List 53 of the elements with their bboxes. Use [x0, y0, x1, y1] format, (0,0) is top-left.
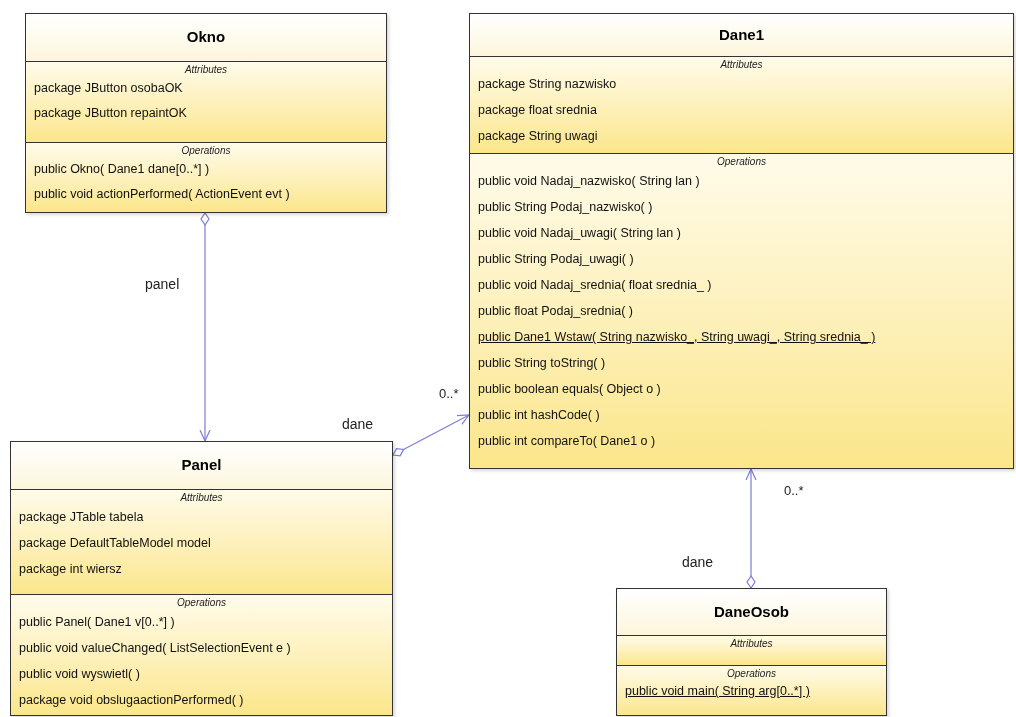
class-name: Dane1 [719, 24, 764, 45]
member-text: package JButton osobaOK [34, 80, 183, 97]
section-heading: Operations [727, 667, 776, 680]
section-heading: Attributes [720, 58, 763, 71]
member-text: package String uwagi [478, 128, 598, 145]
member-text: public void Nadaj_uwagi( String lan ) [478, 225, 681, 242]
class-compartment [617, 665, 886, 715]
section-heading: Operations [181, 144, 231, 157]
member-text: public Dane1 Wstaw( String nazwisko_, String uwagi_, String srednia_ ) [478, 329, 876, 346]
class-compartment [11, 489, 392, 594]
member-text: public String toString( ) [478, 355, 606, 372]
member-text: public void main( String arg[0..*] ) [625, 683, 810, 700]
section-heading: Attributes [730, 637, 773, 650]
member-text: public int hashCode( ) [478, 407, 600, 424]
member-text: public void valueChanged( ListSelectionEvent e ) [19, 640, 291, 657]
member-text: public void Nadaj_nazwisko( String lan ) [478, 173, 700, 190]
member-text: public String Podaj_nazwisko( ) [478, 199, 653, 216]
class-compartment [26, 61, 386, 142]
section-heading: Operations [177, 596, 226, 609]
association-arrow [199, 212, 211, 442]
member-text: package JButton repaintOK [34, 105, 187, 122]
member-text: public void Nadaj_srednia( float srednia_ ) [478, 277, 712, 294]
association-arrow [745, 468, 757, 589]
member-text: public void wyswietl( ) [19, 666, 140, 683]
class-name: Panel [181, 455, 222, 476]
class-box [469, 13, 1014, 469]
member-text: public int compareTo( Dane1 o ) [478, 433, 656, 450]
class-compartment [26, 142, 386, 212]
class-compartment [470, 56, 1013, 153]
class-compartment [11, 594, 392, 715]
member-text: public boolean equals( Object o ) [478, 381, 661, 398]
class-name: DaneOsob [714, 601, 789, 622]
section-heading: Operations [717, 155, 766, 168]
member-text: public String Podaj_uwagi( ) [478, 251, 634, 268]
member-text: public Okno( Dane1 dane[0..*] ) [34, 161, 210, 178]
class-name: Okno [186, 27, 226, 48]
member-text: package DefaultTableModel model [19, 535, 211, 552]
member-text: package String nazwisko [478, 76, 617, 93]
association-arrow [392, 414, 470, 457]
member-text: public float Podaj_srednia( ) [478, 303, 633, 320]
class-compartment [617, 635, 886, 665]
member-text: public void actionPerformed( ActionEvent evt ) [34, 186, 290, 203]
class-box [25, 13, 387, 213]
member-text: package JTable tabela [19, 509, 144, 526]
member-text: package int wiersz [19, 561, 122, 578]
member-text: package void obslugaactionPerformed( ) [19, 692, 244, 709]
section-heading: Attributes [180, 491, 223, 504]
class-box [10, 441, 393, 716]
member-text: public Panel( Dane1 v[0..*] ) [19, 614, 175, 631]
class-box [616, 588, 887, 716]
class-compartment [470, 153, 1013, 468]
section-heading: Attributes [184, 63, 228, 76]
member-text: package float srednia [478, 102, 597, 119]
